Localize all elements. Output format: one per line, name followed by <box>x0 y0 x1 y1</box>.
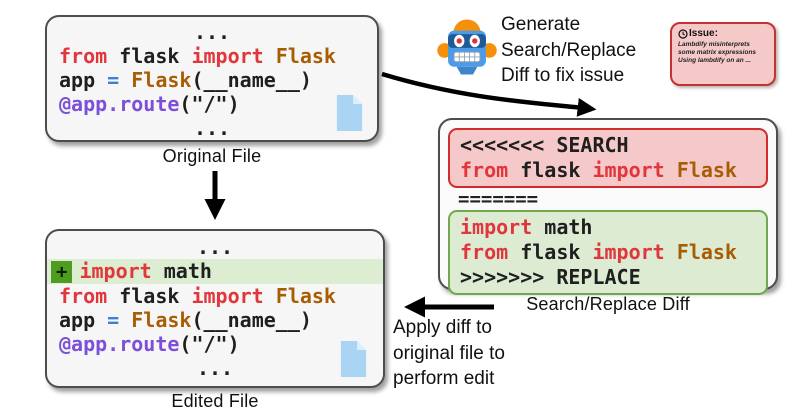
code-line: from flask import Flask <box>47 284 383 308</box>
issue-title: Issue: <box>678 28 768 39</box>
file-icon <box>336 94 363 132</box>
code-token: = <box>107 68 132 92</box>
file-icon <box>340 340 367 378</box>
code-token: Flask <box>263 44 336 68</box>
code-token: flask <box>508 158 593 182</box>
code-line: >>>>>>> REPLACE <box>450 265 766 290</box>
robot-icon <box>436 16 498 78</box>
code-line: app = Flask(__name__) <box>47 68 377 92</box>
code-line: app = Flask(__name__) <box>47 308 383 332</box>
code-line: <<<<<<< SEARCH <box>450 133 766 158</box>
code-token: (__name__) <box>191 68 312 92</box>
code-line: ... <box>47 356 383 380</box>
code-token: Flask <box>664 158 737 182</box>
code-token: flask <box>107 44 192 68</box>
code-token: flask <box>107 284 192 308</box>
diff-separator: ======= <box>458 188 539 210</box>
code-line: ... <box>47 235 383 259</box>
code-token: import <box>191 284 264 308</box>
code-token: app <box>59 308 108 332</box>
code-token: import <box>191 44 264 68</box>
plus-badge-icon: + <box>51 260 73 283</box>
code-line: from flask import Flask <box>47 44 377 68</box>
code-token: from <box>460 158 509 182</box>
code-line: from flask import Flask <box>450 240 766 265</box>
code-token: ("/") <box>179 92 240 116</box>
code-token: ... <box>196 356 234 380</box>
code-token: from <box>460 240 509 264</box>
code-line: ... <box>47 20 377 44</box>
issue-card: Issue: Lambdify misinterprets some matri… <box>670 22 776 86</box>
code-token: ... <box>193 116 231 140</box>
code-token: Flask <box>131 308 192 332</box>
code-token: app <box>59 68 108 92</box>
code-token: Flask <box>263 284 336 308</box>
code-token: >>>>>>> REPLACE <box>460 265 641 289</box>
code-token: ... <box>193 20 231 44</box>
code-token: @app.route <box>59 92 180 116</box>
code-token: @app.route <box>59 332 180 356</box>
code-line: @app.route("/") <box>47 92 377 116</box>
apply-diff-note: Apply diff to original file to perform e… <box>393 317 505 389</box>
code-line: import math <box>450 215 766 240</box>
code-token: Flask <box>664 240 737 264</box>
code-line: @app.route("/") <box>47 332 383 356</box>
original-file-label: Original File <box>162 146 262 166</box>
code-token: ... <box>196 235 234 259</box>
issue-title-text: Issue: <box>689 28 718 39</box>
code-token: import <box>592 158 665 182</box>
code-token: import <box>460 215 533 239</box>
code-token: math <box>532 215 593 239</box>
clock-icon <box>678 28 688 39</box>
code-token: flask <box>508 240 593 264</box>
code-token: (__name__) <box>191 308 312 332</box>
code-token: from <box>59 284 108 308</box>
code-token: <<<<<<< SEARCH <box>460 133 629 157</box>
code-token: import <box>79 259 152 283</box>
code-token: math <box>151 259 212 283</box>
generate-diff-note: Generate Search/Replace Diff to fix issu… <box>501 14 637 86</box>
code-line-added: + import math <box>47 259 383 284</box>
edited-file-label: Edited File <box>171 391 259 411</box>
code-token: = <box>107 308 132 332</box>
code-token: Flask <box>131 68 192 92</box>
code-token: from <box>59 44 108 68</box>
code-line: from flask import Flask <box>450 158 766 183</box>
diff-label: Search/Replace Diff <box>526 294 690 314</box>
code-line: ... <box>47 116 377 140</box>
issue-body-text: Lambdify misinterprets some matrix expre… <box>678 41 757 64</box>
code-token: ("/") <box>179 332 240 356</box>
code-token: import <box>592 240 665 264</box>
